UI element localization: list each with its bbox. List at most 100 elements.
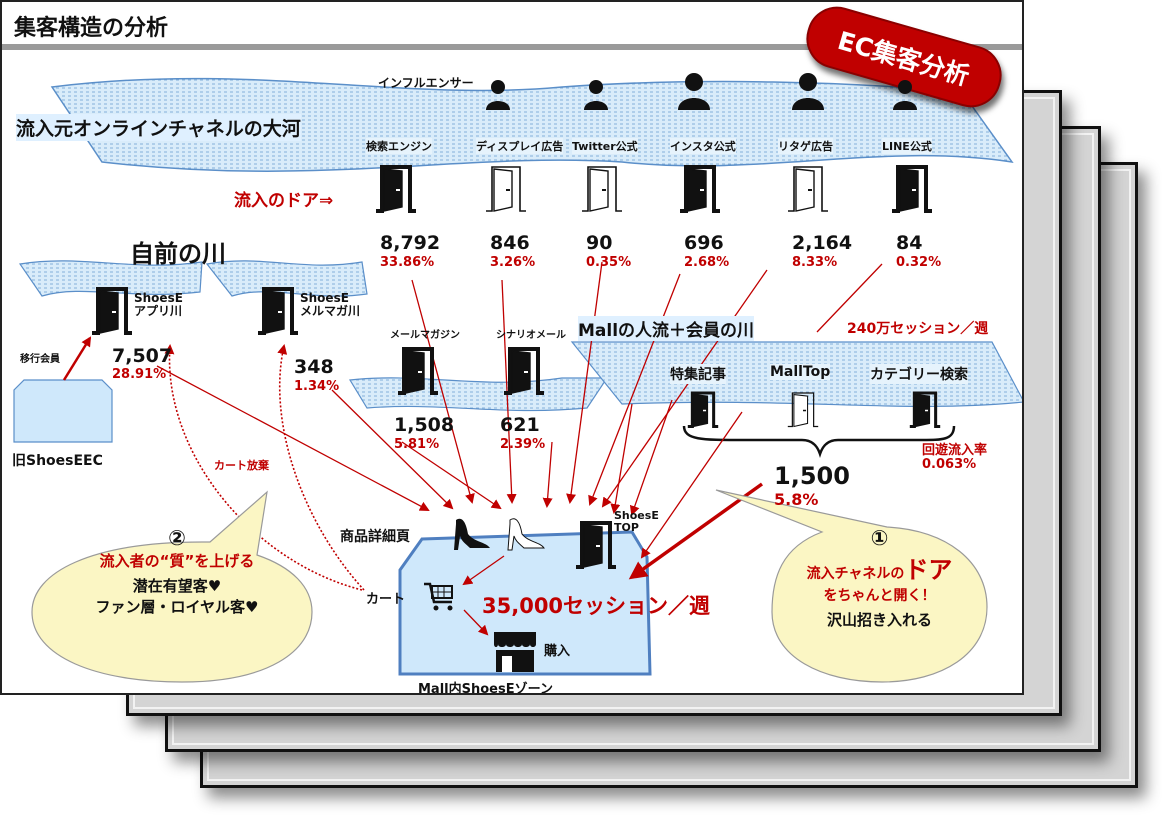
heel-outline-icon bbox=[506, 514, 546, 556]
mailmag-door-icon bbox=[256, 284, 300, 340]
callout-right-text: ① 流入チャネルのドア をちゃんと開く！ 沢山招き入れる bbox=[772, 526, 987, 630]
callout-left-line1: 潜在有望客♥ bbox=[132, 577, 222, 595]
slide: 集客構造の分析 EC集客分析 流入元オンラインチャネルの大河 インフルエンサー … bbox=[0, 0, 1024, 695]
brace bbox=[682, 425, 956, 458]
influencer-label: インフルエンサー bbox=[378, 76, 474, 90]
channel-name: インスタ公式 bbox=[670, 138, 736, 154]
mail-door-icon bbox=[502, 344, 546, 400]
support-agent-icon bbox=[890, 78, 920, 114]
mall-door-name: カテゴリー検索 bbox=[870, 364, 968, 384]
door-icon bbox=[786, 162, 830, 218]
mall-river-label: Mallの人流＋会員の川 bbox=[578, 316, 755, 341]
flow-arrow bbox=[610, 403, 633, 514]
mail-channel-name: シナリオメール bbox=[496, 330, 566, 341]
mall-zone bbox=[398, 530, 652, 676]
flow-arrow bbox=[411, 279, 475, 504]
flow-arrow bbox=[156, 365, 430, 511]
mailmag-name-line1: ShoesE bbox=[300, 291, 349, 305]
door-icon bbox=[484, 162, 528, 218]
user-icon bbox=[790, 72, 826, 114]
page-title: 集客構造の分析 bbox=[14, 16, 169, 41]
flow-arrow bbox=[331, 389, 454, 510]
flow-arrow bbox=[566, 261, 603, 504]
mailmag-name-line2: メルマガ川 bbox=[300, 304, 361, 319]
mall-sessions: 1,500 bbox=[774, 462, 850, 490]
mall-share: 5.8% bbox=[774, 490, 819, 509]
cart-abandon-arrow bbox=[164, 344, 363, 591]
shoese-top-door-icon bbox=[574, 518, 618, 574]
main-river-label: 流入元オンラインチャネルの大河 bbox=[16, 114, 301, 141]
mall-door-icon bbox=[908, 390, 942, 432]
own-river-title: 自前の川 bbox=[130, 240, 226, 268]
shoese-top-line1: ShoesE bbox=[614, 509, 659, 522]
channel-share: 0.35% bbox=[586, 255, 632, 270]
flow-arrow bbox=[601, 269, 768, 508]
callout-right-headline-a: 流入チャネルの bbox=[806, 566, 905, 582]
revisit-rate-label: 回遊流入率 bbox=[922, 443, 988, 458]
flow-arrow bbox=[640, 411, 743, 559]
mall-door-icon bbox=[686, 390, 720, 432]
door-label: 流入のドア⇒ bbox=[234, 191, 334, 211]
mall-door-icon bbox=[786, 390, 820, 432]
channel-share: 2.68% bbox=[684, 255, 730, 270]
channel-name: リタゲ広告 bbox=[778, 138, 833, 154]
mailmag-share: 1.34% bbox=[294, 379, 340, 394]
flow-arrows bbox=[156, 261, 883, 636]
mail-river bbox=[348, 377, 609, 412]
mail-channel-name: メールマガジン bbox=[390, 330, 460, 341]
channel-share: 0.32% bbox=[896, 255, 942, 270]
influencer-male-icon bbox=[582, 78, 610, 114]
mall-door-name: 特集記事 bbox=[670, 364, 726, 384]
migration-arrow bbox=[62, 336, 92, 381]
main-river bbox=[50, 77, 1014, 172]
channel-share: 33.86% bbox=[380, 255, 435, 270]
channel-sessions: 2,164 bbox=[792, 232, 853, 254]
mail-sessions: 1,508 bbox=[394, 414, 455, 436]
cart-label: カート bbox=[366, 592, 406, 607]
cart-abandon-label: カート放棄 bbox=[214, 459, 269, 472]
mail-door-icon bbox=[396, 344, 440, 400]
callout-right-headline-c: をちゃんと開く！ bbox=[823, 588, 936, 604]
channel-sessions: 696 bbox=[684, 232, 724, 254]
mail-share: 5.81% bbox=[394, 437, 440, 452]
product-page-label: 商品詳細頁 bbox=[340, 529, 410, 545]
user-icon bbox=[676, 72, 712, 114]
door-icon bbox=[678, 162, 722, 218]
callout-left-line2: ファン層・ロイヤル客♥ bbox=[95, 598, 259, 616]
shoese-top-line2: TOP bbox=[614, 521, 639, 535]
app-name-line1: ShoesE bbox=[134, 291, 183, 305]
callout-left-number: ② bbox=[168, 526, 186, 550]
cart-icon bbox=[422, 580, 456, 616]
mall-traffic: 240万セッション／週 bbox=[847, 321, 989, 337]
title-divider bbox=[2, 44, 1022, 50]
diagram-canvas bbox=[13, 77, 1022, 683]
heel-filled-icon bbox=[452, 514, 492, 556]
callout-left-headline: 流入者の“質”を上げる bbox=[99, 552, 255, 570]
mail-sessions: 621 bbox=[500, 414, 540, 436]
mailmag-sessions: 348 bbox=[294, 356, 334, 378]
flow-arrow bbox=[401, 441, 502, 510]
zone-total: 35,000セッション／週 bbox=[482, 594, 711, 618]
app-door-icon bbox=[90, 284, 134, 340]
mail-share: 2.39% bbox=[500, 437, 546, 452]
callout-left-text: ② 流入者の“質”を上げる 潜在有望客♥ ファン層・ロイヤル客♥ bbox=[42, 526, 312, 617]
callout-right-headline-b: ドア bbox=[904, 556, 953, 584]
app-share: 28.91% bbox=[112, 367, 167, 382]
app-name-line2: アプリ川 bbox=[134, 304, 183, 319]
callout-right-line1: 沢山招き入れる bbox=[826, 611, 932, 629]
channel-sessions: 90 bbox=[586, 232, 613, 254]
channel-sessions: 8,792 bbox=[380, 232, 441, 254]
mall-door-name: MallTop bbox=[770, 364, 831, 380]
legacy-site-label: 旧ShoesEEC bbox=[12, 453, 103, 469]
influencer-female-icon bbox=[484, 78, 512, 114]
flow-arrow bbox=[463, 609, 489, 636]
cart-abandon-arrows bbox=[164, 344, 365, 591]
purchase-label: 購入 bbox=[544, 644, 571, 659]
flow-arrow bbox=[462, 555, 505, 586]
channel-sessions: 846 bbox=[490, 232, 530, 254]
flow-arrow bbox=[816, 263, 883, 333]
